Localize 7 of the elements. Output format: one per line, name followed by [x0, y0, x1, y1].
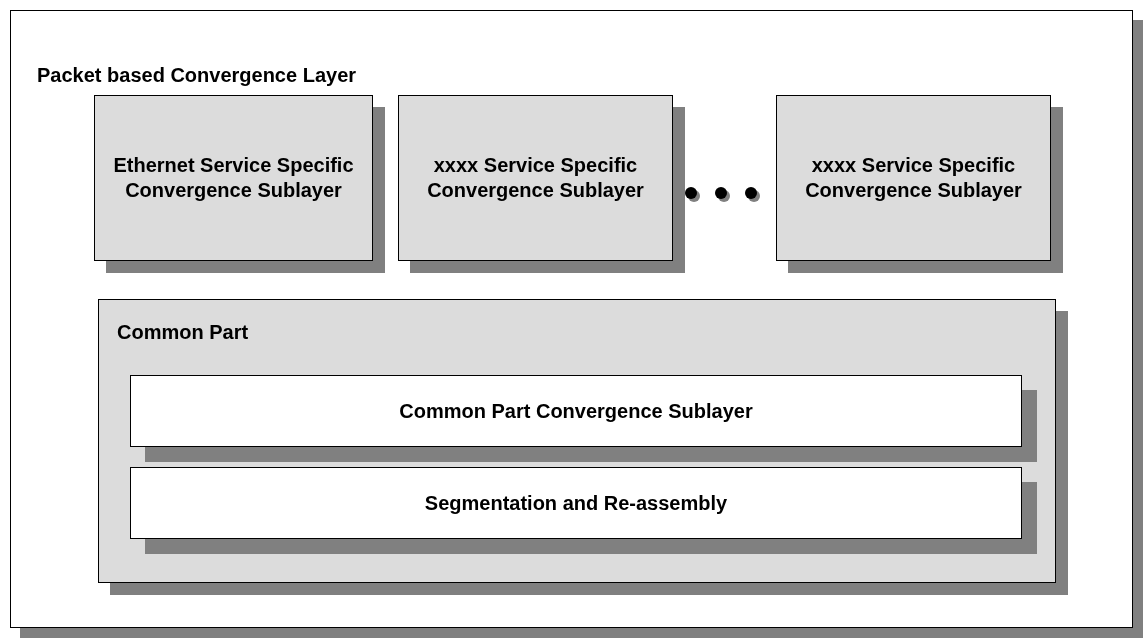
box-label: Ethernet Service Specific Convergence Sublayer [112, 153, 355, 203]
box-label: xxxx Service Specific Convergence Sublayer [804, 153, 1023, 203]
box-label: Segmentation and Re-assembly [423, 490, 729, 516]
panel-title: Common Part [117, 320, 249, 345]
box-label: Common Part Convergence Sublayer [398, 398, 754, 424]
box-label: xxxx Service Specific Convergence Sublayer [426, 153, 645, 203]
panel-title: Packet based Convergence Layer [37, 63, 357, 88]
